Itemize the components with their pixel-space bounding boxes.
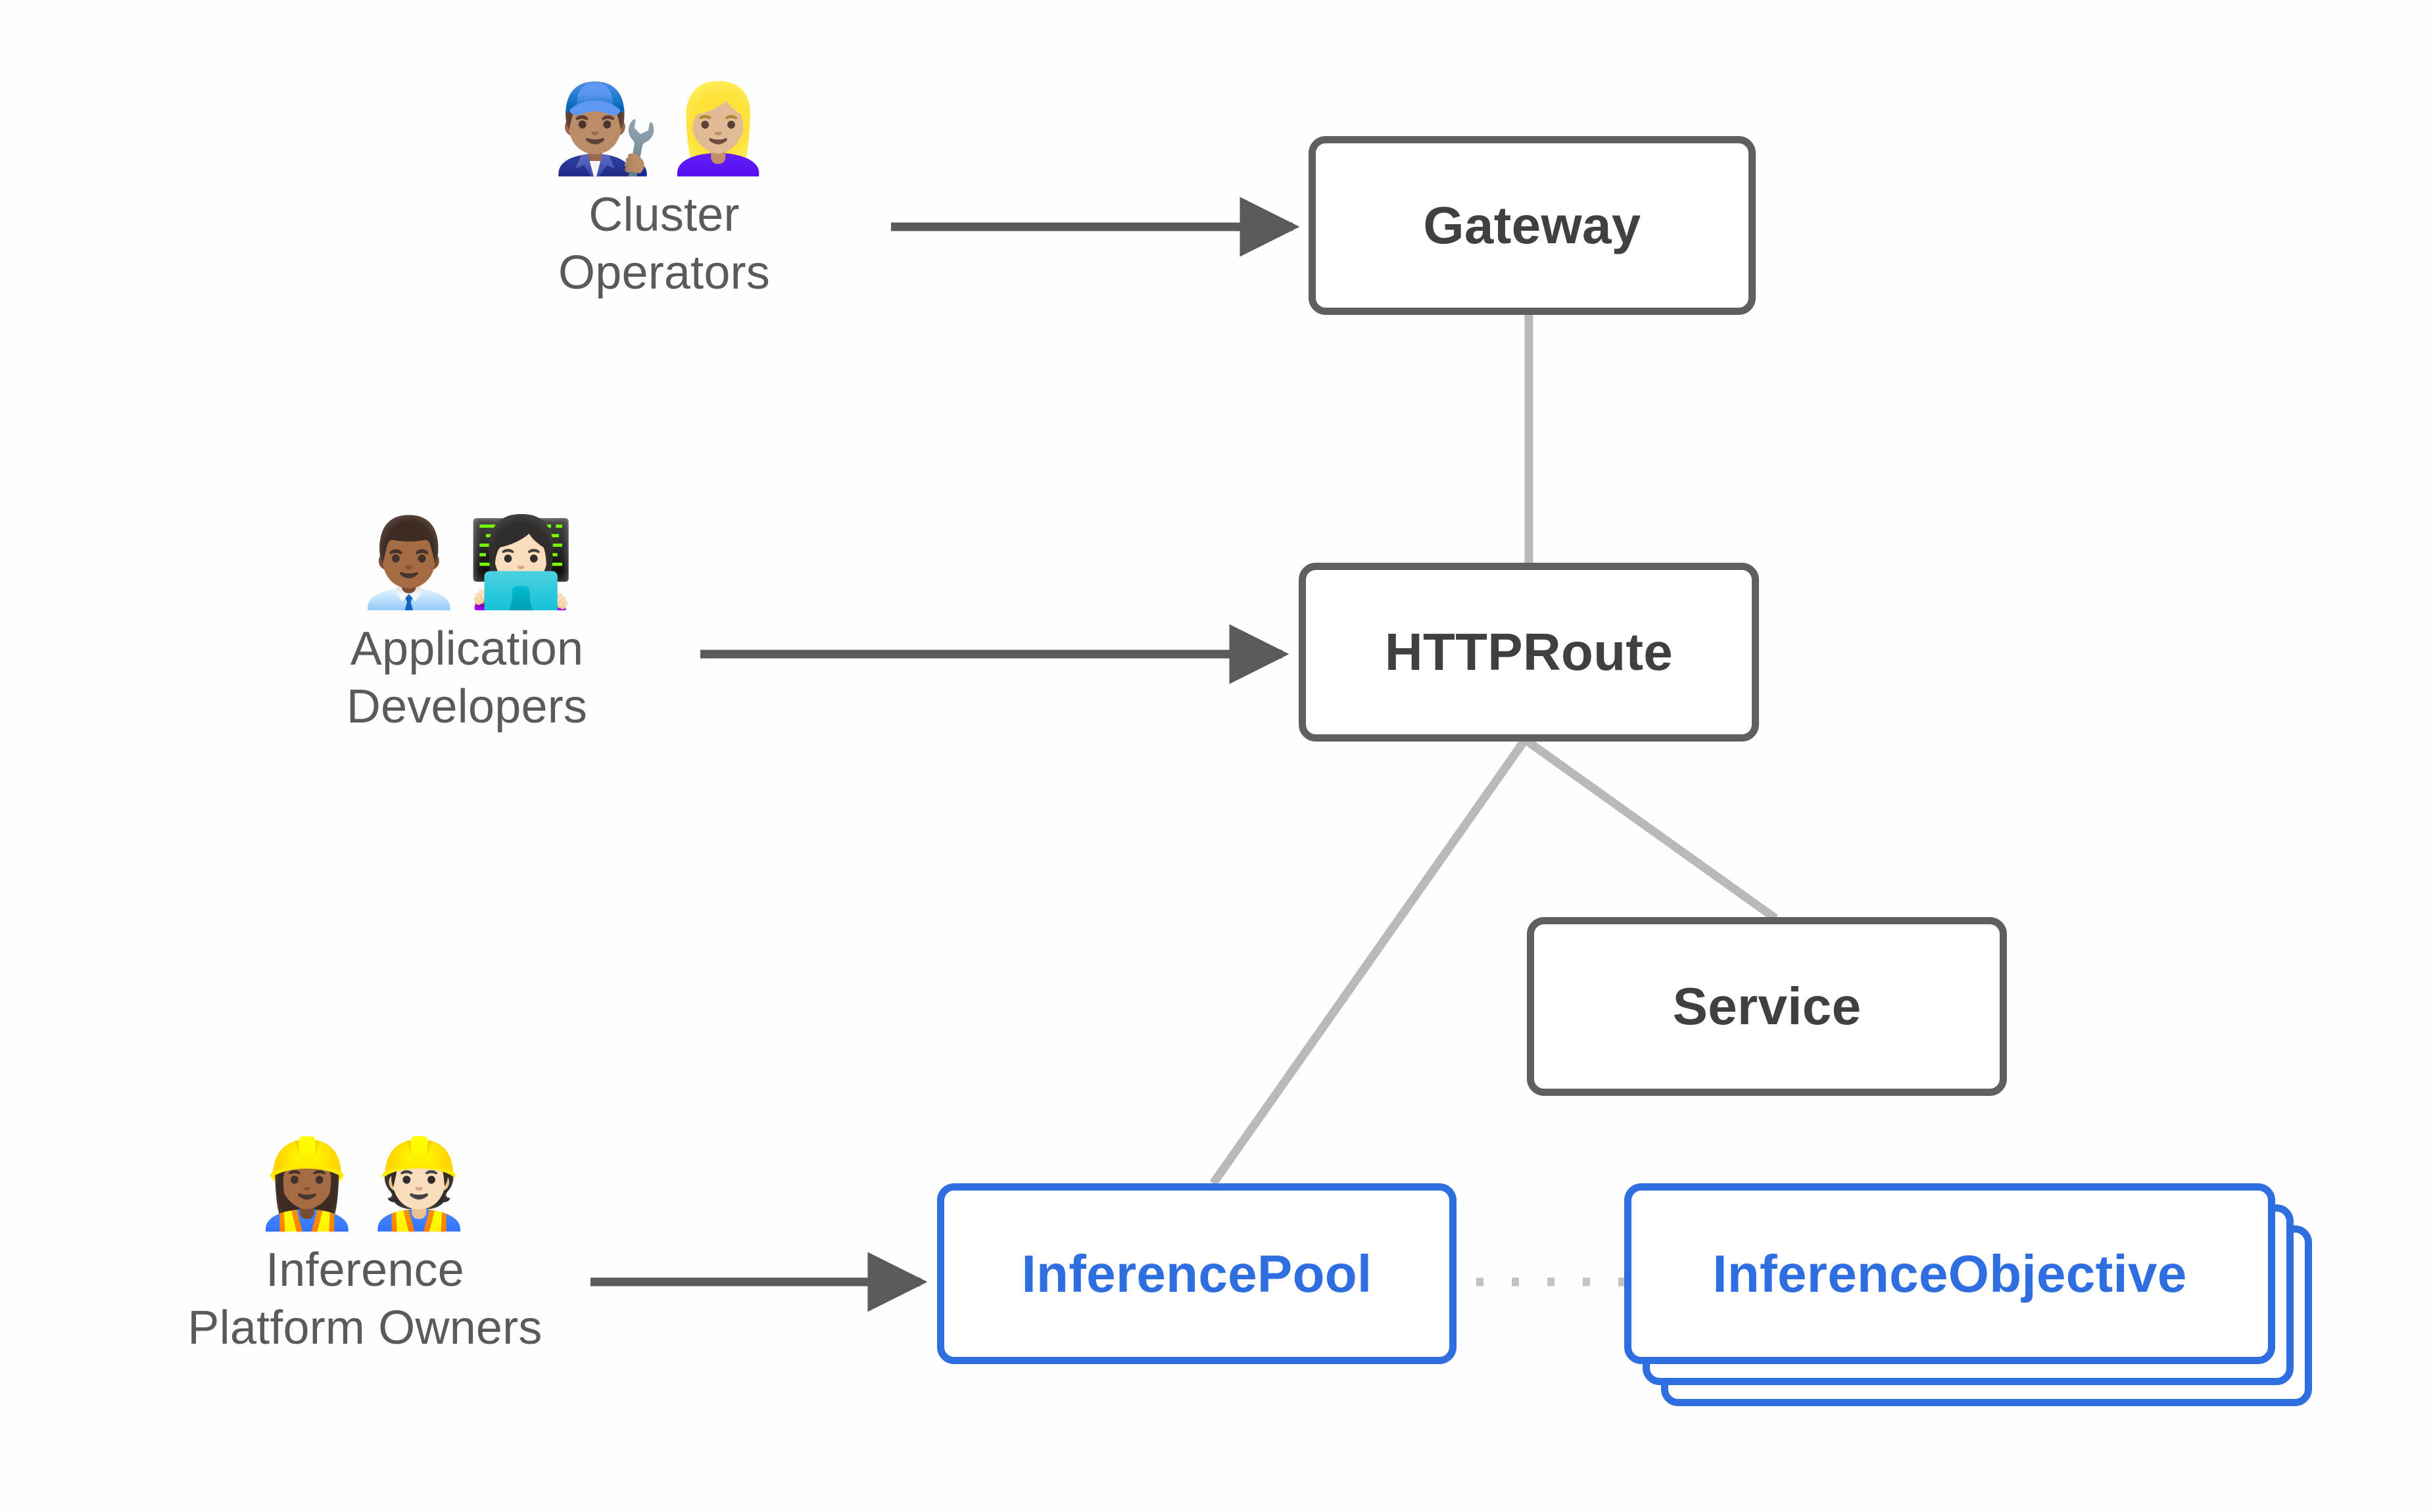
- inference-platform-owners-label-line2: Platform Owners: [187, 1302, 542, 1354]
- cluster-operators-label-line2: Operators: [558, 247, 770, 299]
- node-gateway[interactable]: Gateway: [1309, 136, 1756, 315]
- inference-platform-owners-emoji-pair: 👷🏾‍♀️👷🏻: [253, 1133, 477, 1235]
- node-gateway-label: Gateway: [1423, 196, 1641, 254]
- application-developers-label-line1: Application: [350, 623, 584, 675]
- edge-httproute-inferencepool: [1209, 738, 1528, 1186]
- cluster-operators-emoji-pair: 👨🏽‍🔧👱🏼‍♀️: [552, 78, 777, 179]
- edge-httproute-service: [1524, 737, 1778, 922]
- persona-application-developers: 👨🏾‍💼👩🏻‍💻 Application Developers: [302, 519, 631, 734]
- persona-inference-platform-owners: 👷🏾‍♀️👷🏻 Inference Platform Owners: [138, 1141, 592, 1355]
- inference-platform-owners-label-line1: Inference: [266, 1244, 464, 1296]
- node-service-label: Service: [1672, 977, 1862, 1035]
- node-inferenceobjective-label: InferenceObjective: [1712, 1244, 2187, 1303]
- persona-cluster-operators: 👨🏽‍🔧👱🏼‍♀️ Cluster Operators: [500, 85, 829, 300]
- node-inferencepool-label: InferencePool: [1021, 1244, 1372, 1303]
- node-service[interactable]: Service: [1527, 917, 2007, 1096]
- application-developers-label-line2: Developers: [346, 680, 588, 733]
- node-httproute-label: HTTPRoute: [1384, 623, 1674, 681]
- cluster-operators-label-line1: Cluster: [589, 189, 740, 241]
- node-inferenceobjective-stack[interactable]: InferenceObjective: [1624, 1183, 2315, 1413]
- application-developers-emoji-pair: 👨🏾‍💼👩🏻‍💻: [354, 512, 579, 613]
- node-inferenceobjective[interactable]: InferenceObjective: [1624, 1183, 2275, 1364]
- node-inferencepool[interactable]: InferencePool: [937, 1183, 1457, 1364]
- node-httproute[interactable]: HTTPRoute: [1299, 563, 1759, 742]
